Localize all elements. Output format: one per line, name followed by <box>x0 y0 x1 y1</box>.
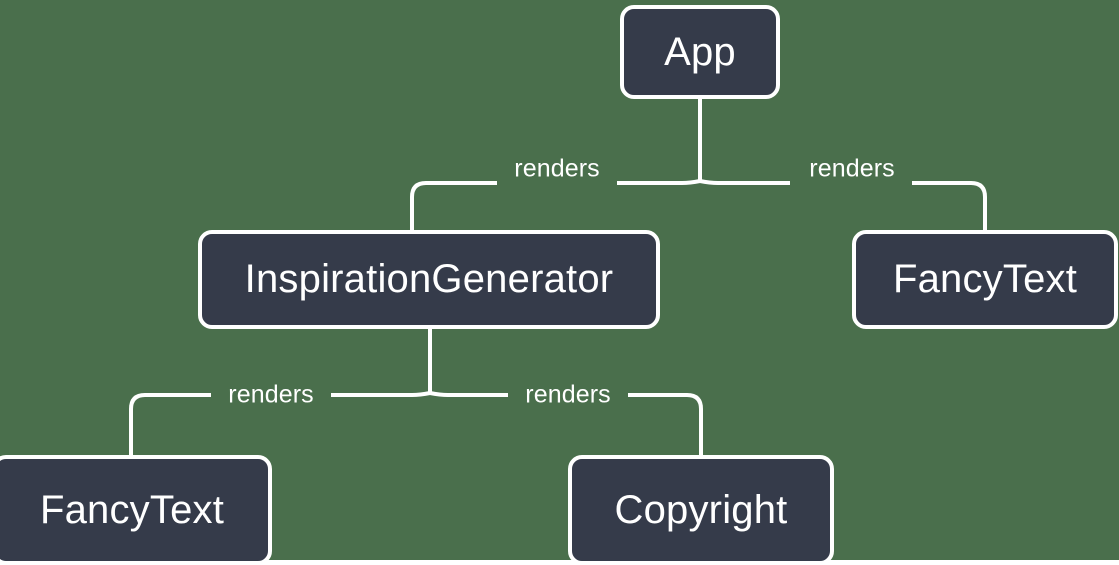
node-copyright-label: Copyright <box>614 487 788 532</box>
edge-label-app-to-inspiration-generator: renders <box>514 154 600 183</box>
edge-inspiration-generator-to-copyright <box>429 391 703 455</box>
edge-app-to-inspiration-generator <box>410 179 701 230</box>
node-app-label: App <box>664 29 736 74</box>
node-fancytext-right[interactable]: FancyText <box>852 230 1118 329</box>
edge-label-inspiration-generator-to-fancytext-left: renders <box>228 380 314 409</box>
node-fancytext-right-label: FancyText <box>892 257 1078 301</box>
edge-label-inspiration-generator-to-copyright: renders <box>525 380 611 409</box>
node-copyright[interactable]: Copyright <box>568 455 834 565</box>
edge-app-to-fancytext-right <box>699 179 987 230</box>
node-fancytext-left-label: FancyText <box>39 487 225 532</box>
node-inspiration-generator[interactable]: InspirationGenerator <box>198 230 660 329</box>
edge-label-app-to-fancytext-right: renders <box>809 154 895 183</box>
node-app[interactable]: App <box>620 5 780 99</box>
node-fancytext-left[interactable]: FancyText <box>0 455 272 565</box>
edge-inspiration-generator-to-fancytext-left <box>129 391 431 455</box>
node-inspiration-generator-label: InspirationGenerator <box>244 257 614 301</box>
